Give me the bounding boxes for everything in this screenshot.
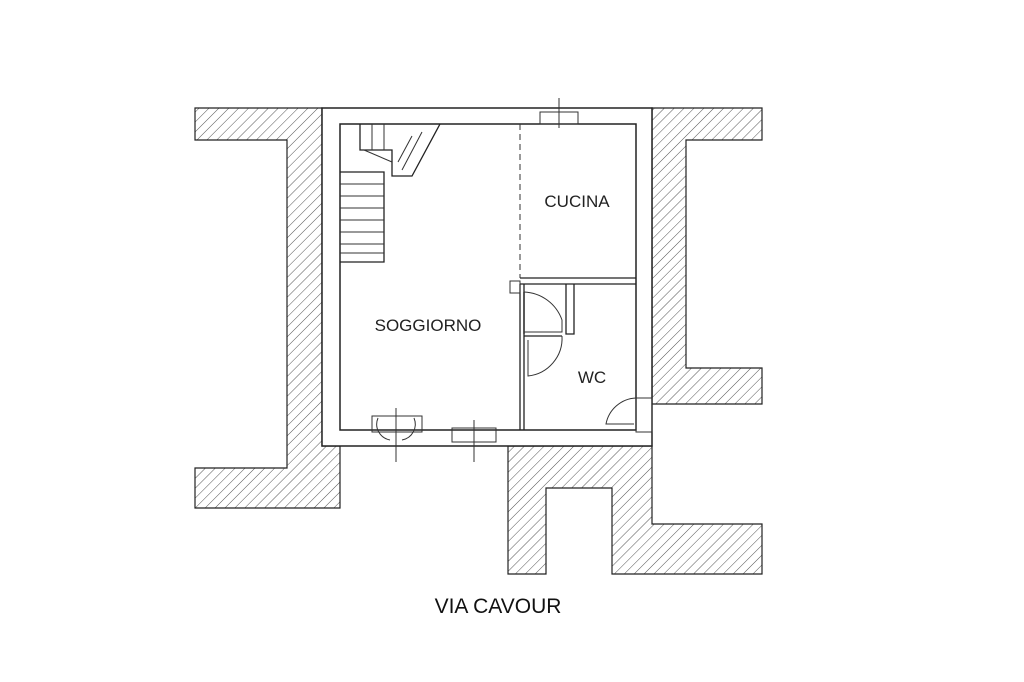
exterior-walls [321,107,653,447]
door-entrance-main [371,408,423,462]
room-label-soggiorno: SOGGIORNO [375,316,482,335]
door-wc [524,335,563,377]
room-label-cucina: CUCINA [544,192,610,211]
flue-top [539,98,579,128]
street-label: VIA CAVOUR [435,595,562,618]
door-entrance-wc [605,397,653,433]
door-cucina [523,291,563,334]
adjacent-building-bottom [507,445,763,575]
adjacent-building-right [651,107,763,405]
window-bottom [451,420,497,462]
adjacent-building-left [194,107,341,509]
interior-partitions [509,124,636,430]
staircase [340,123,441,263]
room-label-wc: WC [578,368,606,387]
